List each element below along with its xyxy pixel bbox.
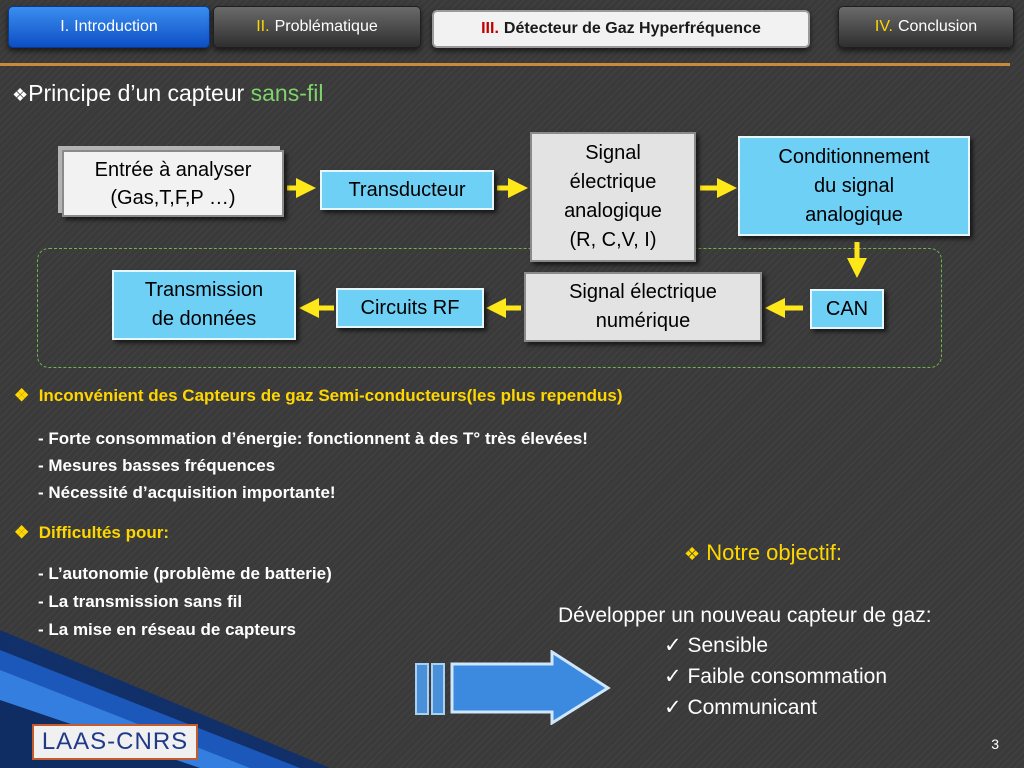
flow-arrows	[287, 178, 867, 318]
title-highlight: sans-fil	[250, 80, 324, 106]
tab-label: Problématique	[274, 18, 378, 35]
signal-analog-line: analogique	[564, 200, 662, 222]
signal-num-box: Signal électrique numérique	[524, 272, 762, 342]
tab-label: Introduction	[74, 18, 158, 35]
objective-intro: Développer un nouveau capteur de gaz:	[558, 604, 932, 627]
objective-item: Faible consommation	[687, 665, 888, 688]
objective-item: Communicant	[687, 696, 818, 719]
tab-problematique[interactable]: II. Problématique	[213, 6, 421, 48]
input-box-line: Entrée à analyser	[94, 158, 252, 181]
difficultes-heading-text: Difficultés pour:	[38, 523, 170, 542]
can-box: CAN	[810, 289, 884, 329]
inconvenient-heading: ❖ Inconvénient des Capteurs de gaz Semi-…	[14, 386, 623, 406]
checkmark-icon: ✓	[664, 696, 682, 719]
big-arrow-icon	[415, 650, 611, 725]
tab-introduction[interactable]: I. Introduction	[8, 6, 210, 48]
can-label: CAN	[825, 297, 869, 320]
list-item: ✓ Faible consommation	[664, 661, 887, 692]
circuits-rf-box: Circuits RF	[336, 288, 484, 328]
difficultes-heading: ❖ Difficultés pour:	[14, 523, 169, 543]
list-item: - La mise en réseau de capteurs	[38, 620, 296, 639]
tab-number: I.	[60, 18, 70, 35]
signal-analog-line: Signal	[585, 142, 641, 164]
objective-list: ✓ Sensible ✓ Faible consommation ✓ Commu…	[664, 630, 887, 723]
signal-analog-line: électrique	[569, 171, 657, 193]
title-prefix: Principe d’un capteur	[28, 80, 251, 106]
signal-num-line: numérique	[595, 310, 691, 332]
list-item: - La transmission sans fil	[38, 592, 243, 611]
list-item: - Nécessité d’acquisition importante!	[38, 483, 336, 502]
signal-num-line: Signal électrique	[569, 281, 717, 303]
checkmark-icon: ✓	[664, 665, 682, 688]
slide-title: ❖Principe d’un capteur sans-fil	[12, 80, 323, 107]
digital-section-outline	[37, 248, 942, 368]
transducteur-box: Transducteur	[320, 170, 494, 210]
input-box-line: (Gas,T,F,P …)	[110, 186, 236, 209]
transmission-box: Transmission de données	[112, 270, 296, 340]
laas-cnrs-logo: LAAS-CNRS	[32, 724, 198, 760]
top-navigation: I. Introduction II. Problématique III. D…	[0, 0, 1024, 60]
checkmark-icon: ✓	[664, 634, 682, 657]
tab-conclusion[interactable]: IV. Conclusion	[838, 6, 1014, 48]
tab-number: IV.	[874, 18, 893, 35]
conditionnement-box: Conditionnement du signal analogique	[738, 136, 970, 236]
circuits-rf-label: Circuits RF	[360, 296, 460, 319]
inconvenient-list: - Forte consommation d’énergie: fonction…	[38, 425, 588, 506]
list-item: ✓ Sensible	[664, 630, 887, 661]
page-number: 3	[991, 736, 999, 752]
diamond-bullet-icon: ❖	[14, 523, 30, 542]
conditionnement-line: analogique	[805, 203, 903, 226]
tab-number: II.	[256, 18, 270, 35]
diamond-bullet-icon: ❖	[684, 544, 701, 564]
tab-detecteur[interactable]: III. Détecteur de Gaz Hyperfréquence	[432, 10, 810, 48]
signal-analog-box: Signal électrique analogique (R, C,V, I)	[530, 132, 696, 262]
objective-heading-text: Notre objectif:	[706, 540, 842, 565]
objective-heading: ❖ Notre objectif:	[684, 540, 842, 566]
list-item: - Mesures basses fréquences	[38, 456, 276, 475]
objective-item: Sensible	[687, 634, 769, 657]
signal-analog-line: (R, C,V, I)	[569, 229, 657, 251]
diamond-bullet-icon: ❖	[14, 386, 30, 405]
list-item: - L’autonomie (problème de batterie)	[38, 564, 332, 583]
tab-number: III.	[481, 20, 499, 37]
input-box: Entrée à analyser (Gas,T,F,P …)	[62, 150, 284, 217]
conditionnement-line: du signal	[813, 174, 895, 197]
inconvenient-heading-text: Inconvénient des Capteurs de gaz Semi-co…	[38, 386, 623, 405]
list-item: - Forte consommation d’énergie: fonction…	[38, 429, 588, 448]
transmission-line: Transmission	[144, 279, 264, 301]
nav-divider	[0, 63, 1010, 66]
logo-text: LAAS-CNRS	[41, 728, 189, 755]
conditionnement-line: Conditionnement	[778, 145, 930, 168]
tab-label: Conclusion	[897, 18, 978, 35]
transmission-line: de données	[151, 308, 257, 330]
transducteur-label: Transducteur	[348, 178, 466, 201]
tab-label: Détecteur de Gaz Hyperfréquence	[503, 20, 761, 37]
diamond-bullet-icon: ❖	[12, 85, 29, 105]
difficultes-list: - L’autonomie (problème de batterie) - L…	[38, 560, 332, 644]
list-item: ✓ Communicant	[664, 692, 887, 723]
